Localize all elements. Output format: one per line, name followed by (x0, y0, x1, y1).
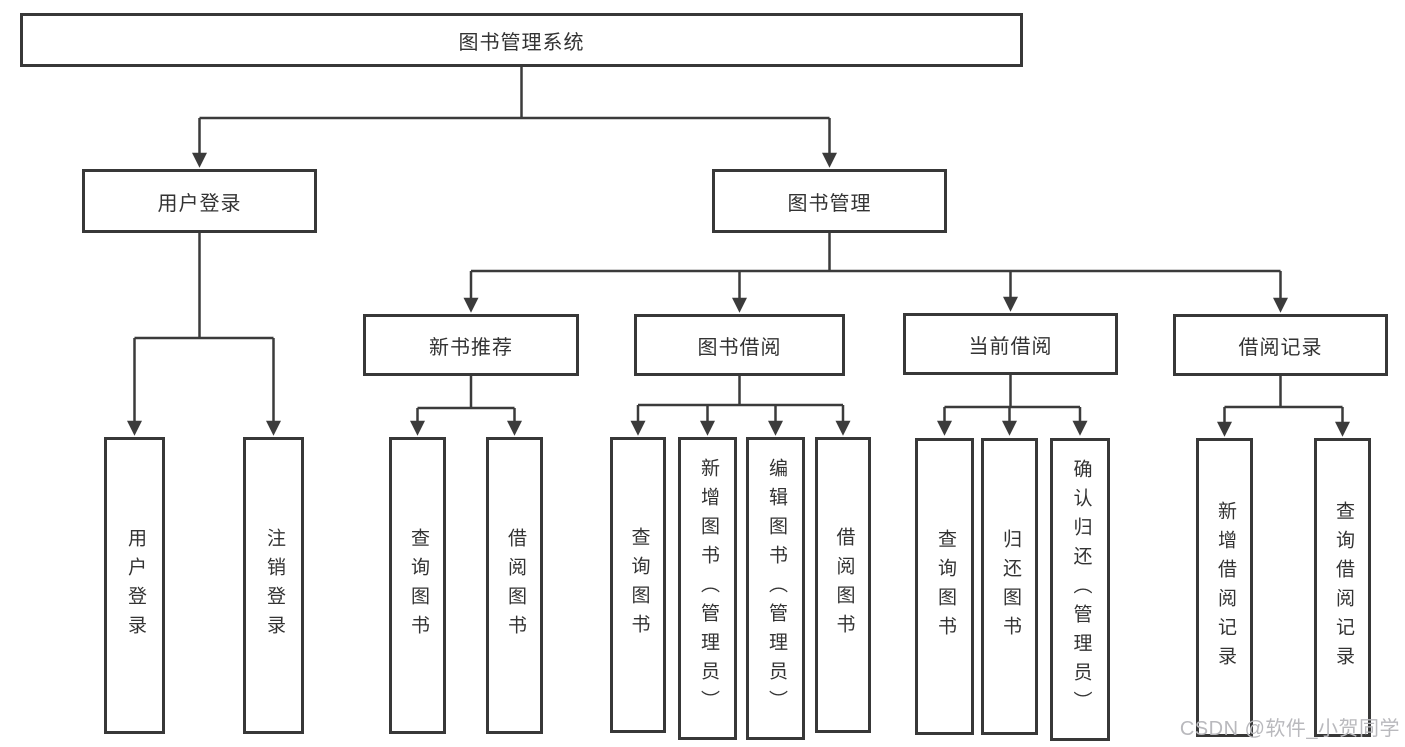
csdn-watermark: CSDN @软件_小贺同学 (1179, 718, 1400, 740)
node-user-login: 用户登录 (82, 169, 317, 233)
node-borrowing-records: 借阅记录 (1173, 314, 1388, 376)
leaf-add-book-admin: 新增图书（管理员） (678, 437, 737, 740)
leaf-query-books-borrowing: 查询图书 (610, 437, 666, 733)
leaf-add-borrow-record: 新增借阅记录 (1196, 438, 1253, 737)
leaf-query-books-recommend: 查询图书 (389, 437, 446, 734)
leaf-logout: 注销登录 (243, 437, 304, 734)
leaf-confirm-return-admin: 确认归还（管理员） (1050, 438, 1110, 741)
node-library-management-system: 图书管理系统 (20, 13, 1023, 67)
node-book-borrowing: 图书借阅 (634, 314, 845, 376)
leaf-user-login: 用户登录 (104, 437, 165, 734)
leaf-return-books: 归还图书 (981, 438, 1038, 735)
leaf-query-books-current: 查询图书 (915, 438, 974, 735)
node-new-book-recommendation: 新书推荐 (363, 314, 579, 376)
node-book-management: 图书管理 (712, 169, 947, 233)
connector-trunk-lines (134, 67, 1343, 410)
leaf-edit-book-admin: 编辑图书（管理员） (746, 437, 805, 740)
leaf-borrow-books-borrowing: 借阅图书 (815, 437, 871, 733)
node-current-borrowing: 当前借阅 (903, 313, 1118, 375)
leaf-borrow-books-recommend: 借阅图书 (486, 437, 543, 734)
leaf-query-borrow-record: 查询借阅记录 (1314, 438, 1371, 737)
